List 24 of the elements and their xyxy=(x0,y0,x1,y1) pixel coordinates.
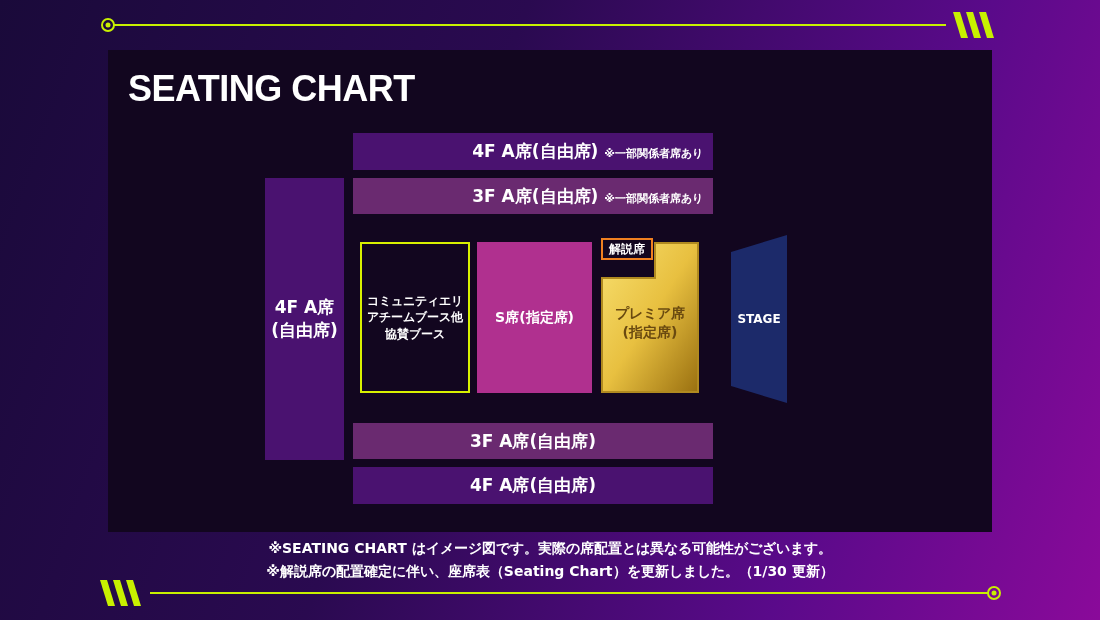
area-label: 解説席 xyxy=(609,240,645,258)
note-text: ※一部関係者席あり xyxy=(604,191,703,207)
area-label: コミュニティエリアチームブース他協賛ブース xyxy=(366,293,464,342)
commentary-seat-area xyxy=(601,238,653,260)
note-text: ※一部関係者席あり xyxy=(604,147,703,162)
area-label: 4F A席(自由席) xyxy=(469,474,597,497)
area-label: STAGE xyxy=(737,310,781,328)
seating-area xyxy=(353,423,713,459)
area-label: 4F A席 (自由席) xyxy=(270,296,339,342)
area-label: プレミア席(指定席) xyxy=(615,303,685,342)
seating-area xyxy=(353,178,713,214)
seating-area xyxy=(477,242,592,393)
area-label: S席(指定席) xyxy=(495,308,574,327)
seating-area xyxy=(353,133,713,170)
seating-area xyxy=(353,467,713,504)
area-label: 3F A席(自由席) xyxy=(469,429,597,453)
area-label: 4F A席(自由席) xyxy=(472,140,599,163)
note-text: ※解説席の配置確定に伴い、座席表（Seating Chart）を更新しました。（1/30 更新） xyxy=(265,563,835,581)
area-label: 3F A席(自由席) xyxy=(472,184,599,208)
stage-area xyxy=(731,235,787,403)
chart-title: SEATING CHART xyxy=(128,68,415,110)
seating-area xyxy=(265,178,344,460)
note-text: ※SEATING CHART はイメージ図です。実際の席配置とは異なる可能性がございます。 xyxy=(267,540,833,558)
seating-area xyxy=(360,242,470,393)
